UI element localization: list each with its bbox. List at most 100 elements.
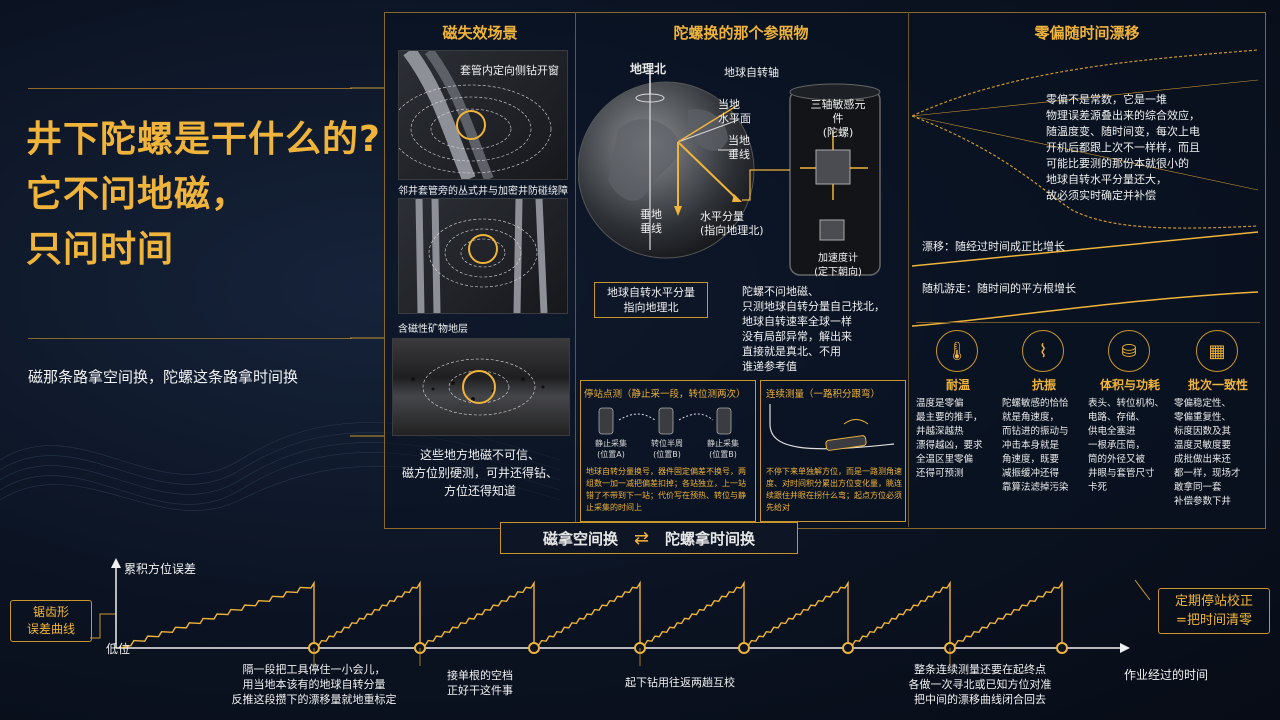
title-line-1: 井下陀螺是干什么的?: [26, 119, 381, 160]
note-line: 把中间的漂移曲线闭合回去: [914, 693, 1046, 706]
horizontal-component-line: 水平分量: [700, 210, 744, 223]
local-vertical-label: 当地 垂线: [728, 134, 750, 162]
cluster-wells-label: 邻井套管旁的丛式井与加密井防碰绕障: [398, 186, 568, 197]
magnetic-formation-image: [392, 338, 570, 436]
sawtooth-side-line: 误差曲线: [26, 622, 75, 636]
station-pos-b2: 静止采集 (位置B): [698, 438, 748, 460]
continuous-header: 连续测量（一路积分跟弯）: [766, 389, 881, 400]
feature-text: 陀螺敏感的恰恰 就是角速度， 而钻进的振动与 冲击本身就是 角速度，既要 减振缓…: [1002, 397, 1086, 495]
feature-text-line: 一根承压筒，: [1088, 440, 1146, 451]
feature-title: 批次一致性: [1187, 378, 1248, 392]
plumb-label: 垂地 垂线: [640, 208, 662, 236]
drift-explanation-line: 地球自转水平分量还大，: [1046, 173, 1167, 186]
reset-point: [842, 642, 854, 654]
sawtooth-side-label: 锯齿形 误差曲线: [10, 600, 92, 642]
panel1-header: 磁失效场景: [442, 24, 518, 42]
gyro-explanation-line: 陀螺不问地磁、: [742, 285, 819, 298]
continuous-description: 不停下来单独解方位，而是一路测角速度、对时间积分累出方位变化量，眺连续跟住井眼在…: [766, 467, 902, 512]
station-pos-line: (位置B): [653, 450, 681, 459]
local-horizontal-line: 水平面: [718, 112, 751, 125]
feature-text-line: 都一样，现场才: [1174, 468, 1241, 479]
vibration-icon: ⌇: [1022, 330, 1064, 372]
swap-arrows-icon: ⇄: [633, 527, 650, 549]
power-icon: ⛁: [1108, 330, 1150, 372]
geo-north-label: 地理北: [630, 62, 667, 76]
feature-text-line: 敢拿同一套: [1174, 482, 1222, 493]
station-pos-line: 静止采集: [707, 439, 739, 448]
reset-point: [1056, 642, 1068, 654]
gyro-explanation-line: 没有局部异常，解出来: [742, 330, 852, 343]
note-line: 正好干这件事: [447, 684, 513, 697]
note-line: 接单根的空档: [447, 669, 513, 682]
note-closure: 整条连续测量还要在起终点 各做一次寻北或已知方位对准 把中间的漂移曲线闭合回去: [880, 662, 1080, 707]
station-cylinders: [598, 407, 732, 435]
horizontal-component-label: 水平分量 (指向地理北): [700, 210, 764, 238]
feature-text-line: 电路、存储、: [1088, 412, 1146, 423]
thermometer-icon: 🌡: [936, 330, 978, 372]
divider-2: [908, 12, 909, 527]
title-line-3: 只问时间: [26, 229, 175, 270]
drift-explanation: 零偏不是常数，它是一堆 物理误差源叠出来的综合效应， 随温度变、随时间变，每次上…: [1046, 92, 1200, 204]
note-line: 隔一段把工具停住一小会儿，: [242, 663, 386, 676]
title-bottom-rule: [28, 338, 352, 339]
feature-title: 耐温: [945, 378, 970, 392]
feature-text-line: 减振缓冲还得: [1002, 468, 1060, 479]
panel2-header: 陀螺换的那个参照物: [673, 24, 809, 42]
feature-text-line: 井眼与套管尺寸: [1088, 468, 1155, 479]
feature-text: 温度是零偏 最主要的推手， 井越深越热 漂得越凶，要求 全温区里零偏 还得可预测: [916, 397, 1000, 481]
drift-explanation-line: 随温度变、随时间变，每次上电: [1046, 125, 1200, 138]
casing-window-image: [398, 50, 568, 180]
station-pos-line: (位置A): [597, 450, 625, 459]
sawtooth-side-line: 锯齿形: [32, 605, 69, 619]
feature-text-line: 角速度，既要: [1002, 454, 1060, 465]
station-header: 停站点测（静止采一段，转位测两次）: [584, 389, 746, 400]
feature-text-line: 卡死: [1088, 482, 1108, 493]
x-axis-label: 作业经过的时间: [1124, 668, 1209, 682]
feature-batch-consistency: ▦ 批次一致性 零偏稳定性、 零偏重复性、 标度因数及其 温度灵敏度要 成批做出…: [1174, 330, 1262, 509]
note-line: 用当地本该有的地球自转分量: [242, 678, 386, 691]
station-pos-line: (位置B): [709, 450, 737, 459]
main-title: 井下陀螺是干什么的? 它不问地磁， 只问时间: [26, 112, 386, 277]
station-pos-line: 静止采集: [595, 439, 627, 448]
feature-text-line: 而钻进的振动与: [1002, 426, 1069, 437]
note-stop-recalibrate: 隔一段把工具停住一小会儿， 用当地本该有的地球自转分量 反推这段攒下的漂移量就地…: [196, 662, 432, 707]
drift-explanation-line: 开机后都跟上次不一样样，而且: [1046, 141, 1200, 154]
feature-text-line: 标度因数及其: [1174, 426, 1232, 437]
cubes-icon: ▦: [1196, 330, 1238, 372]
note-line: 反推这段攒下的漂移量就地重标定: [231, 693, 397, 706]
continuous-box: [760, 380, 906, 522]
panel1-caption: 这些地方地磁不可信、 磁方位别硬测，可井还得钻、 方位还得知道: [386, 446, 574, 500]
drift-label: 漂移：随经过时间成正比增长: [922, 240, 1065, 253]
feature-text-line: 表头、转位机构、: [1088, 398, 1165, 409]
divider-1: [575, 12, 576, 527]
connector-lines: [350, 87, 384, 437]
accelerometer-label: 加速度计 (定下朝向): [806, 252, 870, 280]
feature-text-line: 零偏稳定性、: [1174, 398, 1232, 409]
feature-text-line: 温度灵敏度要: [1174, 440, 1232, 451]
earth-rotation-box-line: 地球自转水平分量: [607, 286, 695, 299]
station-pos-a: 静止采集 (位置A): [586, 438, 636, 460]
local-vertical-line: 当地: [728, 134, 750, 147]
feature-text-line: 筒的外径又被: [1088, 454, 1146, 465]
random-walk-label: 随机游走：随时间的平方根增长: [922, 282, 1076, 295]
accelerometer-line: 加速度计: [818, 253, 858, 264]
feature-title: 抗振: [1031, 378, 1056, 392]
feature-text-line: 靠算法滤掉污染: [1002, 482, 1069, 493]
feature-text-line: 冲击本身就是: [1002, 440, 1060, 451]
continuous-drill-path: [769, 404, 895, 451]
feature-text-line: 陀螺敏感的恰恰: [1002, 398, 1069, 409]
title-top-rule: [28, 88, 352, 89]
low-label: 低位: [106, 642, 131, 656]
note-round-trip: 起下钻用往返两趟互校: [600, 675, 760, 690]
panel3-header: 零偏随时间漂移: [1034, 24, 1140, 42]
periodic-calibration-line: 定期停站校正: [1174, 594, 1253, 609]
earth-gyro-diagram: [578, 70, 881, 276]
feature-text-line: 就是角速度，: [1002, 412, 1060, 423]
feature-text: 零偏稳定性、 零偏重复性、 标度因数及其 温度灵敏度要 成批做出来还 都一样，现…: [1174, 397, 1262, 509]
panel1-caption-line: 这些地方地磁不可信、: [419, 448, 540, 462]
drift-explanation-line: 可能比要测的那份本就很小的: [1046, 157, 1189, 170]
feature-text-line: 温度是零偏: [916, 398, 964, 409]
feature-title: 体积与功耗: [1099, 378, 1160, 392]
gyro-explanation-line: 只测地球自转分量自己找北，: [742, 300, 885, 313]
station-pos-line: 转位半周: [651, 439, 683, 448]
